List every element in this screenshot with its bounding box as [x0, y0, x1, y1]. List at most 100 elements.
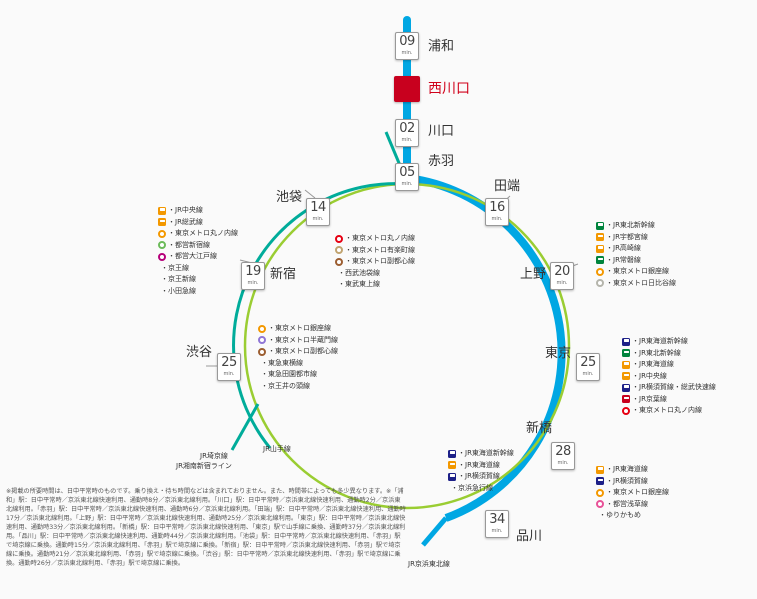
minutes-value: 02 [399, 121, 415, 136]
subway-ring-icon [258, 347, 266, 356]
train-icon [596, 244, 604, 253]
station-akabane[interactable]: 赤羽 [428, 154, 455, 169]
transfer-line-item: ・JR東海道新幹線 [622, 336, 716, 348]
yamanote-line-label: JR山手線 [263, 445, 291, 453]
transfer-line-item: ・JR常磐線 [596, 255, 676, 267]
minutes-value: 25 [221, 355, 237, 370]
transfer-line-label: ・東京メトロ銀座線 [606, 488, 669, 496]
shonan-shinjuku-line-label: JR湘南新宿ライン [176, 462, 232, 470]
station-nishikawaguchi[interactable]: 西川口 [428, 81, 470, 97]
transfer-line-label: ・小田急線 [161, 286, 196, 295]
transfer-line-label: ・東京メトロ銀座線 [268, 324, 331, 332]
transfer-line-item: ・東京メトロ丸ノ内線 [335, 233, 415, 245]
station-shibuya[interactable]: 渋谷 [186, 345, 213, 360]
minutes-unit: min. [401, 181, 413, 187]
transfer-line-item: ・都営大江戸線 [158, 251, 238, 263]
transfer-line-label: ・JR中央線 [632, 371, 667, 380]
saikyo-line-label: JR埼京線 [200, 452, 228, 460]
subway-ring-icon [258, 336, 266, 345]
station-ueno[interactable]: 上野 [520, 267, 547, 282]
transfer-line-item: ・JR横須賀線・総武快速線 [622, 382, 716, 394]
transfer-line-label: ・東武東上線 [338, 280, 380, 288]
transfer-line-item: ・東京メトロ有楽町線 [335, 245, 415, 257]
transfer-line-label: ・東京メトロ有楽町線 [345, 245, 415, 254]
minutes-value: 28 [555, 444, 571, 459]
transfer-line-item: ・JR横須賀線 [596, 476, 669, 488]
station-kawaguchi[interactable]: 川口 [428, 124, 455, 139]
transfer-line-item: ・ゆりかもめ [596, 510, 669, 522]
transfer-line-label: ・都営大江戸線 [168, 252, 217, 260]
minutes-unit: min. [223, 371, 235, 377]
train-icon [622, 349, 630, 358]
station-shinagawa[interactable]: 品川 [516, 529, 543, 544]
minutes-value: 25 [580, 355, 596, 370]
station-shinjuku[interactable]: 新宿 [270, 267, 297, 282]
minutes-value: 20 [554, 264, 570, 279]
keihin-tohoku-line-label: JR京浜東北線 [408, 560, 450, 568]
subway-ring-icon [158, 229, 166, 238]
transfer-line-item: ・JR東海道線 [448, 460, 514, 472]
transfer-line-item: ・JR東海道線 [622, 359, 716, 371]
minutes-unit: min. [491, 216, 503, 222]
station-ikebukuro[interactable]: 池袋 [276, 190, 303, 205]
subway-ring-icon [596, 500, 604, 509]
station-tokyo[interactable]: 東京 [545, 346, 572, 361]
transfer-line-item: ・東急東横線 [258, 358, 338, 370]
train-icon [596, 256, 604, 265]
transfer-list-ueno: ・JR東北新幹線・JR宇都宮線・JR高崎線・JR常磐線・東京メトロ銀座線・東京メ… [596, 220, 676, 289]
transfer-line-item: ・JR中央線 [158, 205, 238, 217]
transfer-line-label: ・JR横須賀線 [458, 472, 500, 480]
saikyo-line-tail [230, 403, 260, 451]
transfer-line-item: ・JR宇都宮線 [596, 232, 676, 244]
transfer-line-item: ・東京メトロ銀座線 [596, 487, 669, 499]
minutes-unit: min. [556, 280, 568, 286]
subway-ring-icon [335, 257, 343, 266]
transfer-line-item: ・東京メトロ丸ノ内線 [158, 228, 238, 240]
station-tabata[interactable]: 田端 [494, 179, 521, 194]
transfer-line-label: ・都営新宿線 [168, 240, 210, 249]
transfer-line-label: ・東京メトロ半蔵門線 [268, 335, 338, 344]
transfer-list-ikebukuro: ・JR中央線・JR総武線・東京メトロ丸ノ内線・都営新宿線・都営大江戸線・京王線・… [158, 205, 238, 297]
transfer-line-label: ・JR東海道新幹線 [458, 449, 514, 457]
transfer-line-label: ・京王新線 [161, 275, 196, 283]
transfer-line-label: ・ゆりかもめ [599, 511, 641, 519]
subway-ring-icon [158, 241, 166, 250]
transfer-line-item: ・JR東北新幹線 [596, 220, 676, 232]
transfer-line-label: ・京浜急行線 [451, 483, 493, 492]
subway-ring-icon [596, 488, 604, 497]
transfer-line-item: ・東京メトロ銀座線 [258, 323, 338, 335]
transfer-line-item: ・JR京葉線 [622, 394, 716, 406]
transfer-line-label: ・JR京葉線 [632, 394, 667, 403]
train-icon [596, 221, 604, 230]
transfer-line-label: ・JR東海道線 [458, 460, 500, 469]
transfer-line-item: ・東京メトロ副都心線 [335, 256, 415, 268]
minutes-value: 14 [310, 200, 326, 215]
transfer-line-item: ・東京メトロ半蔵門線 [258, 335, 338, 347]
train-icon [448, 461, 456, 470]
minutes-value: 05 [399, 165, 415, 180]
station-urawa[interactable]: 浦和 [428, 39, 455, 54]
transfer-line-label: ・京王井の頭線 [261, 381, 310, 390]
transfer-line-item: ・JR高崎線 [596, 243, 676, 255]
transfer-line-item: ・都営浅草線 [596, 499, 669, 511]
transfer-line-item: ・京王線 [158, 263, 238, 275]
transfer-line-label: ・東京メトロ銀座線 [606, 267, 669, 275]
transfer-line-item: ・東武東上線 [335, 279, 415, 291]
train-icon [158, 218, 166, 227]
minutes-value: 34 [489, 512, 505, 527]
minutes-value: 09 [399, 34, 415, 49]
transfer-line-label: ・東京メトロ日比谷線 [606, 278, 676, 287]
footnote: ※掲載の所要時間は、日中平常時のものです。乗り換え・待ち時間などは含まれておりま… [6, 488, 406, 567]
station-shinbashi[interactable]: 新橋 [526, 421, 553, 436]
train-icon [448, 472, 456, 481]
transfer-line-label: ・JR宇都宮線 [606, 232, 648, 241]
transfer-line-item: ・西武池袋線 [335, 268, 415, 280]
transfer-line-item: ・JR東海道新幹線 [448, 448, 514, 460]
transfer-line-item: ・JR横須賀線 [448, 471, 514, 483]
train-icon [596, 477, 604, 486]
